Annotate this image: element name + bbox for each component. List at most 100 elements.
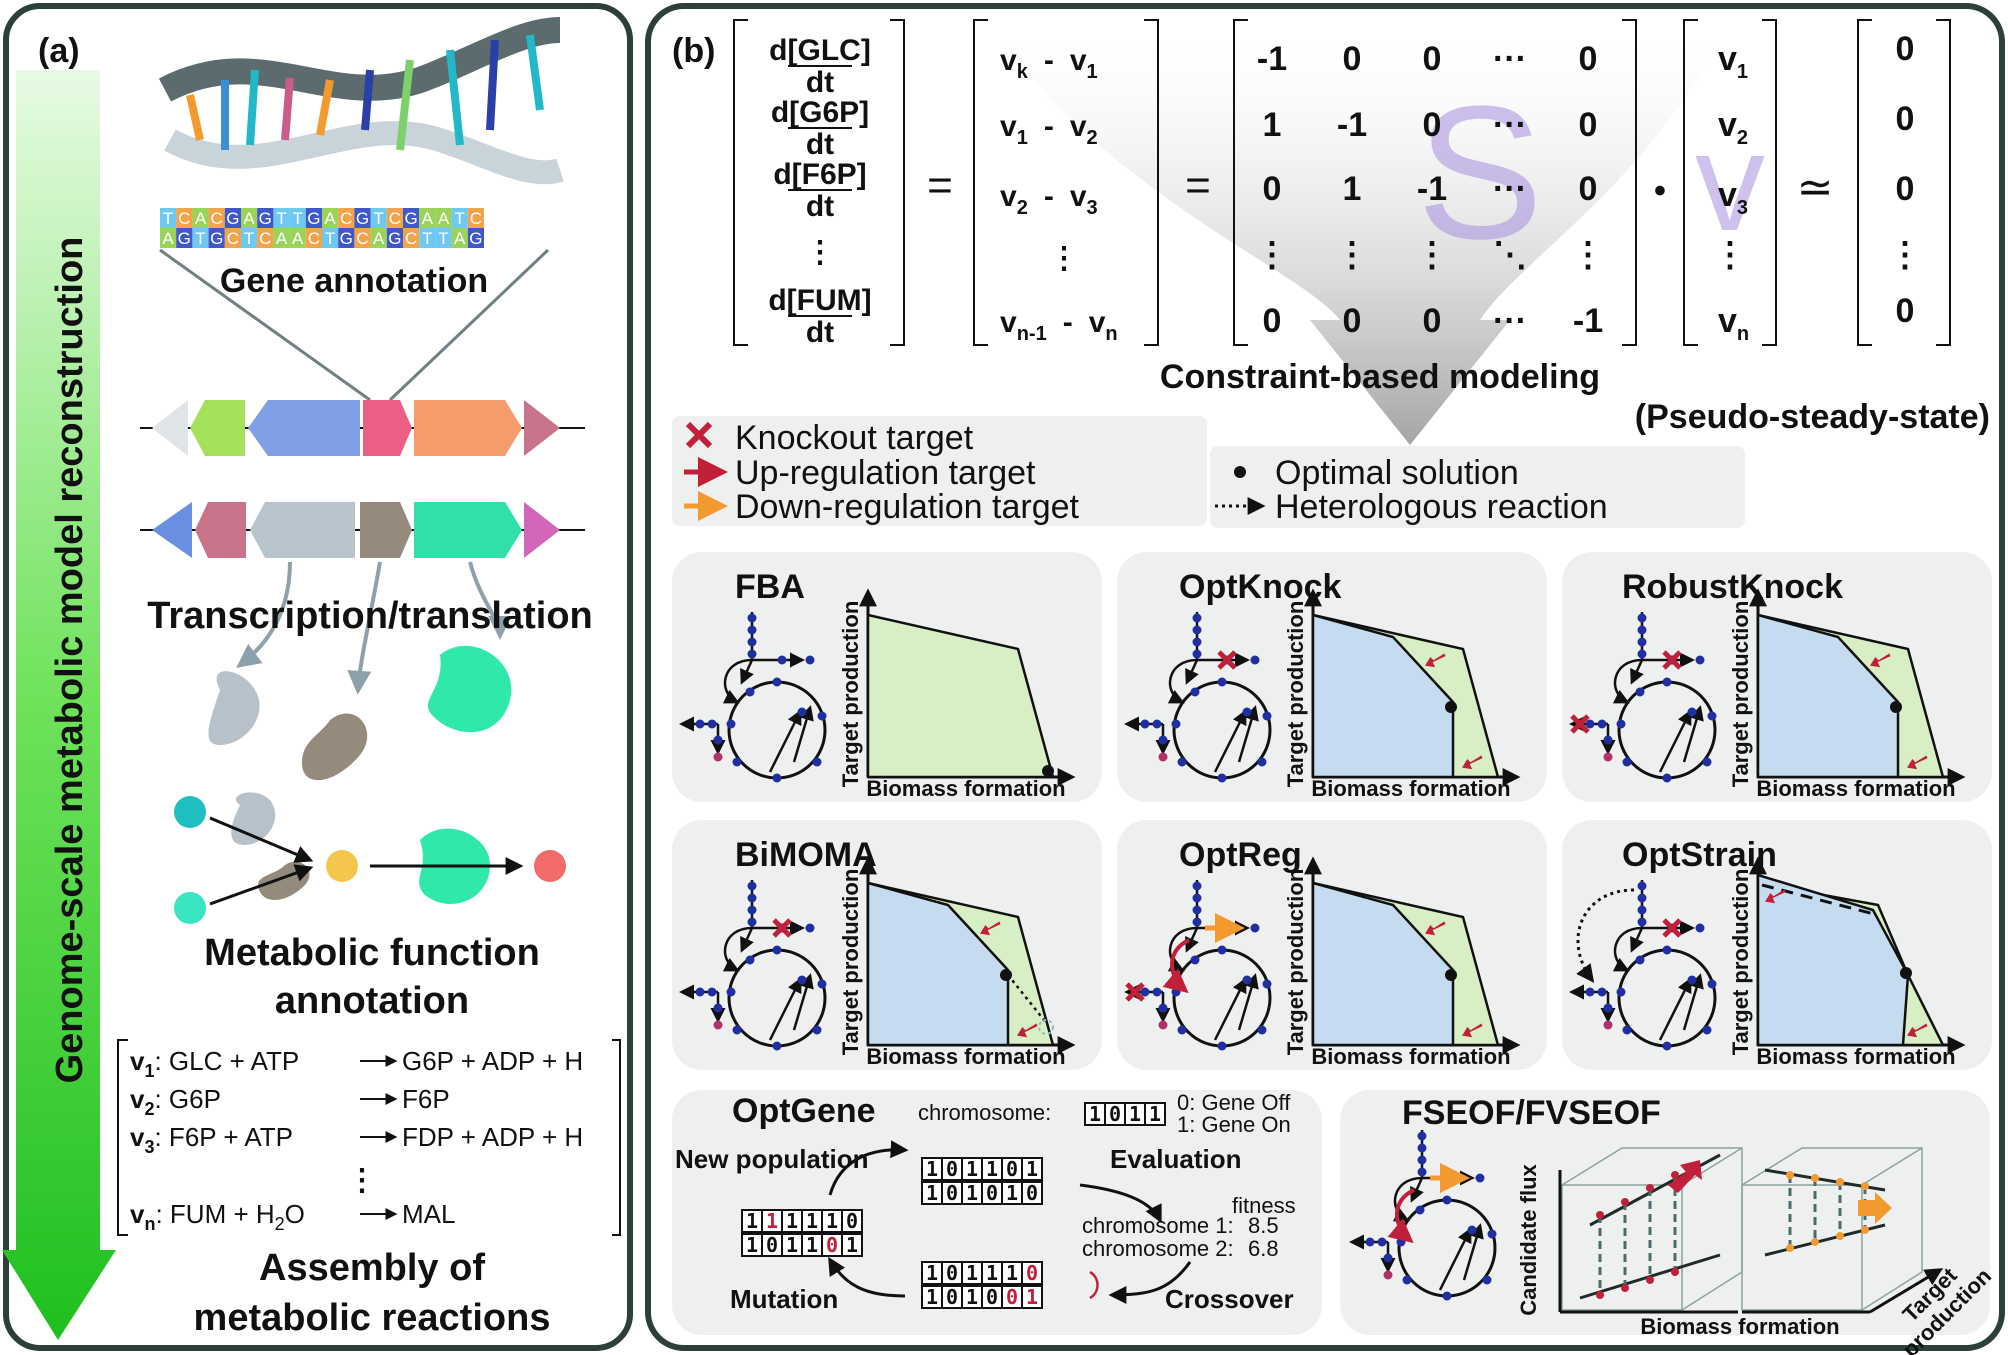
flux-difference: v2-v3 — [1000, 180, 1098, 219]
base-cell — [192, 228, 209, 248]
chromosome-2-fitness: 6.8 — [1248, 1236, 1279, 1261]
x-axis-label: Biomass formation — [1756, 776, 1955, 801]
base-letter: C — [211, 209, 223, 228]
network-edge — [1410, 1177, 1424, 1203]
derivative-num: d[FUM] — [768, 284, 871, 317]
network-node — [1637, 905, 1647, 915]
network-node — [1177, 757, 1187, 767]
bit-value: 0 — [1026, 1261, 1038, 1285]
zero-entry: 0 — [1896, 292, 1915, 330]
network-node — [1442, 1195, 1452, 1205]
network-node — [745, 955, 755, 965]
base-letter: A — [454, 229, 466, 248]
base-letter: T — [293, 209, 303, 228]
zero-entry: 0 — [1896, 100, 1915, 138]
network-node — [1603, 752, 1613, 762]
flux-vdots: ⋮ — [1049, 242, 1079, 275]
network-node — [1365, 1237, 1375, 1247]
network-node — [1192, 637, 1202, 647]
knockout-icon — [1125, 982, 1145, 1002]
base-cell — [354, 208, 371, 228]
bit-value: 0 — [1026, 1181, 1038, 1205]
up-regulation-arrow — [1387, 1188, 1415, 1244]
gene-row-1 — [140, 400, 585, 456]
cycle-arrow-crossover — [1108, 1261, 1192, 1304]
network-edge — [1658, 709, 1692, 773]
base-cell — [370, 208, 387, 228]
zoom-line-left — [159, 248, 371, 402]
base-cell — [241, 228, 258, 248]
network-node — [1417, 1155, 1427, 1165]
base-cell — [257, 228, 274, 248]
base-cell — [403, 228, 420, 248]
bit-value: 0 — [946, 1157, 958, 1181]
fseof-title: FSEOF/FVSEOF — [1402, 1094, 1661, 1132]
legend-down: Down-regulation target — [735, 488, 1080, 526]
base-cell — [273, 208, 290, 228]
substrate-circle-2 — [174, 892, 206, 924]
network-node — [817, 711, 827, 721]
network-edge — [1682, 705, 1704, 763]
network-node — [726, 719, 736, 729]
fseof-3d-plot-2 — [1741, 1147, 1944, 1314]
chromosome-1-fitness: 8.5 — [1248, 1213, 1279, 1238]
network-node — [1637, 625, 1647, 635]
knockout-icon — [772, 918, 792, 938]
network-node — [713, 1020, 723, 1030]
bit-value: 1 — [846, 1233, 858, 1257]
network-node — [1242, 975, 1252, 985]
network-edge — [1438, 1227, 1472, 1291]
network-node — [1603, 1003, 1613, 1013]
fseof-3d-plot-1 — [1558, 1147, 1743, 1314]
base-cell — [305, 208, 322, 228]
optimal-solution-point — [1042, 765, 1054, 777]
base-cell — [224, 208, 241, 228]
network-node — [1662, 945, 1672, 955]
metabolic-function-label-2: annotation — [275, 980, 469, 1022]
binding-arrow-2 — [209, 864, 314, 906]
network-node — [772, 945, 782, 955]
legend-box-left — [672, 416, 1207, 526]
base-cell — [160, 208, 177, 228]
base-letter: C — [340, 209, 352, 228]
network-node — [1217, 677, 1227, 687]
network-node — [797, 707, 807, 717]
network-node — [1192, 625, 1202, 635]
network-node — [1257, 1025, 1267, 1035]
network-node — [1192, 917, 1202, 927]
base-cell — [289, 208, 306, 228]
base-cell — [338, 208, 355, 228]
bracket-zero-left — [1857, 19, 1872, 346]
matrix-cell: ⋱ — [1493, 236, 1527, 274]
network-edge — [722, 658, 753, 704]
network-node — [747, 649, 757, 659]
network-node — [695, 987, 705, 997]
reaction-2: v2: G6P — [130, 1084, 221, 1119]
knockout-icon — [1217, 650, 1237, 670]
network-edge — [768, 709, 802, 773]
network-node — [1487, 1229, 1497, 1239]
bit-value: 1 — [786, 1209, 798, 1233]
network-node — [1475, 1173, 1485, 1183]
network-edge — [1682, 973, 1704, 1031]
matrix-cell: 0 — [1579, 40, 1598, 78]
reaction-product: G6P + ADP + H — [402, 1046, 583, 1076]
network-node — [805, 655, 815, 665]
teal-enzyme-icon — [427, 645, 512, 733]
network-node — [772, 677, 782, 687]
matrix-cell: ··· — [1493, 170, 1527, 208]
network-node — [1152, 719, 1162, 729]
base-cell — [241, 208, 258, 228]
network-node — [1396, 1237, 1406, 1247]
base-cell — [419, 228, 436, 248]
y-axis-label: Target production — [838, 869, 863, 1056]
assembly-label-2: metabolic reactions — [194, 1297, 551, 1339]
network-edge — [1213, 977, 1247, 1041]
dna-helix-icon — [158, 17, 564, 185]
network-edge — [1167, 658, 1198, 704]
network-edge — [1462, 1223, 1484, 1281]
